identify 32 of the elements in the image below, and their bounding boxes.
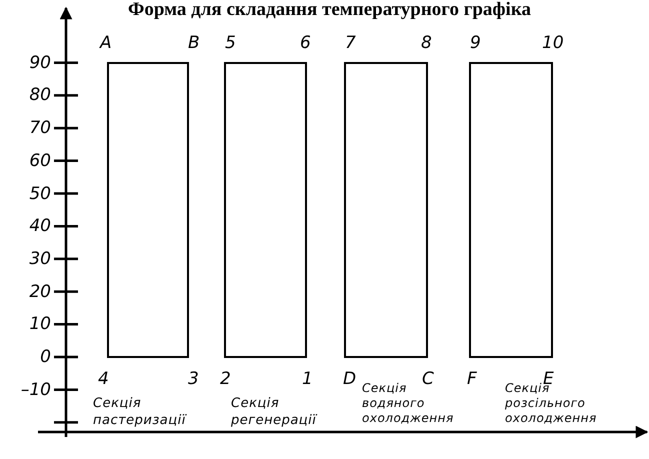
tick-label: 40 [29,217,51,236]
tick-label: 10 [29,315,51,334]
point-label: 8 [421,34,432,52]
point-label: B [188,34,200,52]
tick-label: 30 [29,250,51,268]
point-label: A [100,34,112,52]
tick-label: 20 [29,282,51,301]
tick-label: 60 [29,152,51,170]
tick-label: 0 [40,348,51,366]
point-label: 10 [542,34,564,52]
tick-label: 90 [29,54,51,72]
point-label: 2 [220,370,231,388]
tick-label: –10 [20,380,51,399]
point-label: 5 [225,34,236,52]
point-label: 9 [470,34,481,52]
section-box [469,62,553,358]
section-box [224,62,307,358]
point-label: 7 [345,34,356,52]
section-box [344,62,428,358]
point-label: 6 [300,34,311,52]
section-box [107,62,189,358]
point-label: F [467,370,477,388]
tick-label: 50 [29,184,51,202]
point-label: D [343,370,356,388]
chart-title: Форма для складання температурного графіка [128,0,531,20]
tick-label: 80 [29,86,51,104]
section-caption: Секція пастеризації [93,395,188,429]
point-label: 4 [98,370,109,388]
tick-label: 70 [29,119,51,138]
section-caption: Секція регенерації [231,395,318,429]
point-label: 3 [188,370,199,388]
point-label: 1 [302,370,313,388]
